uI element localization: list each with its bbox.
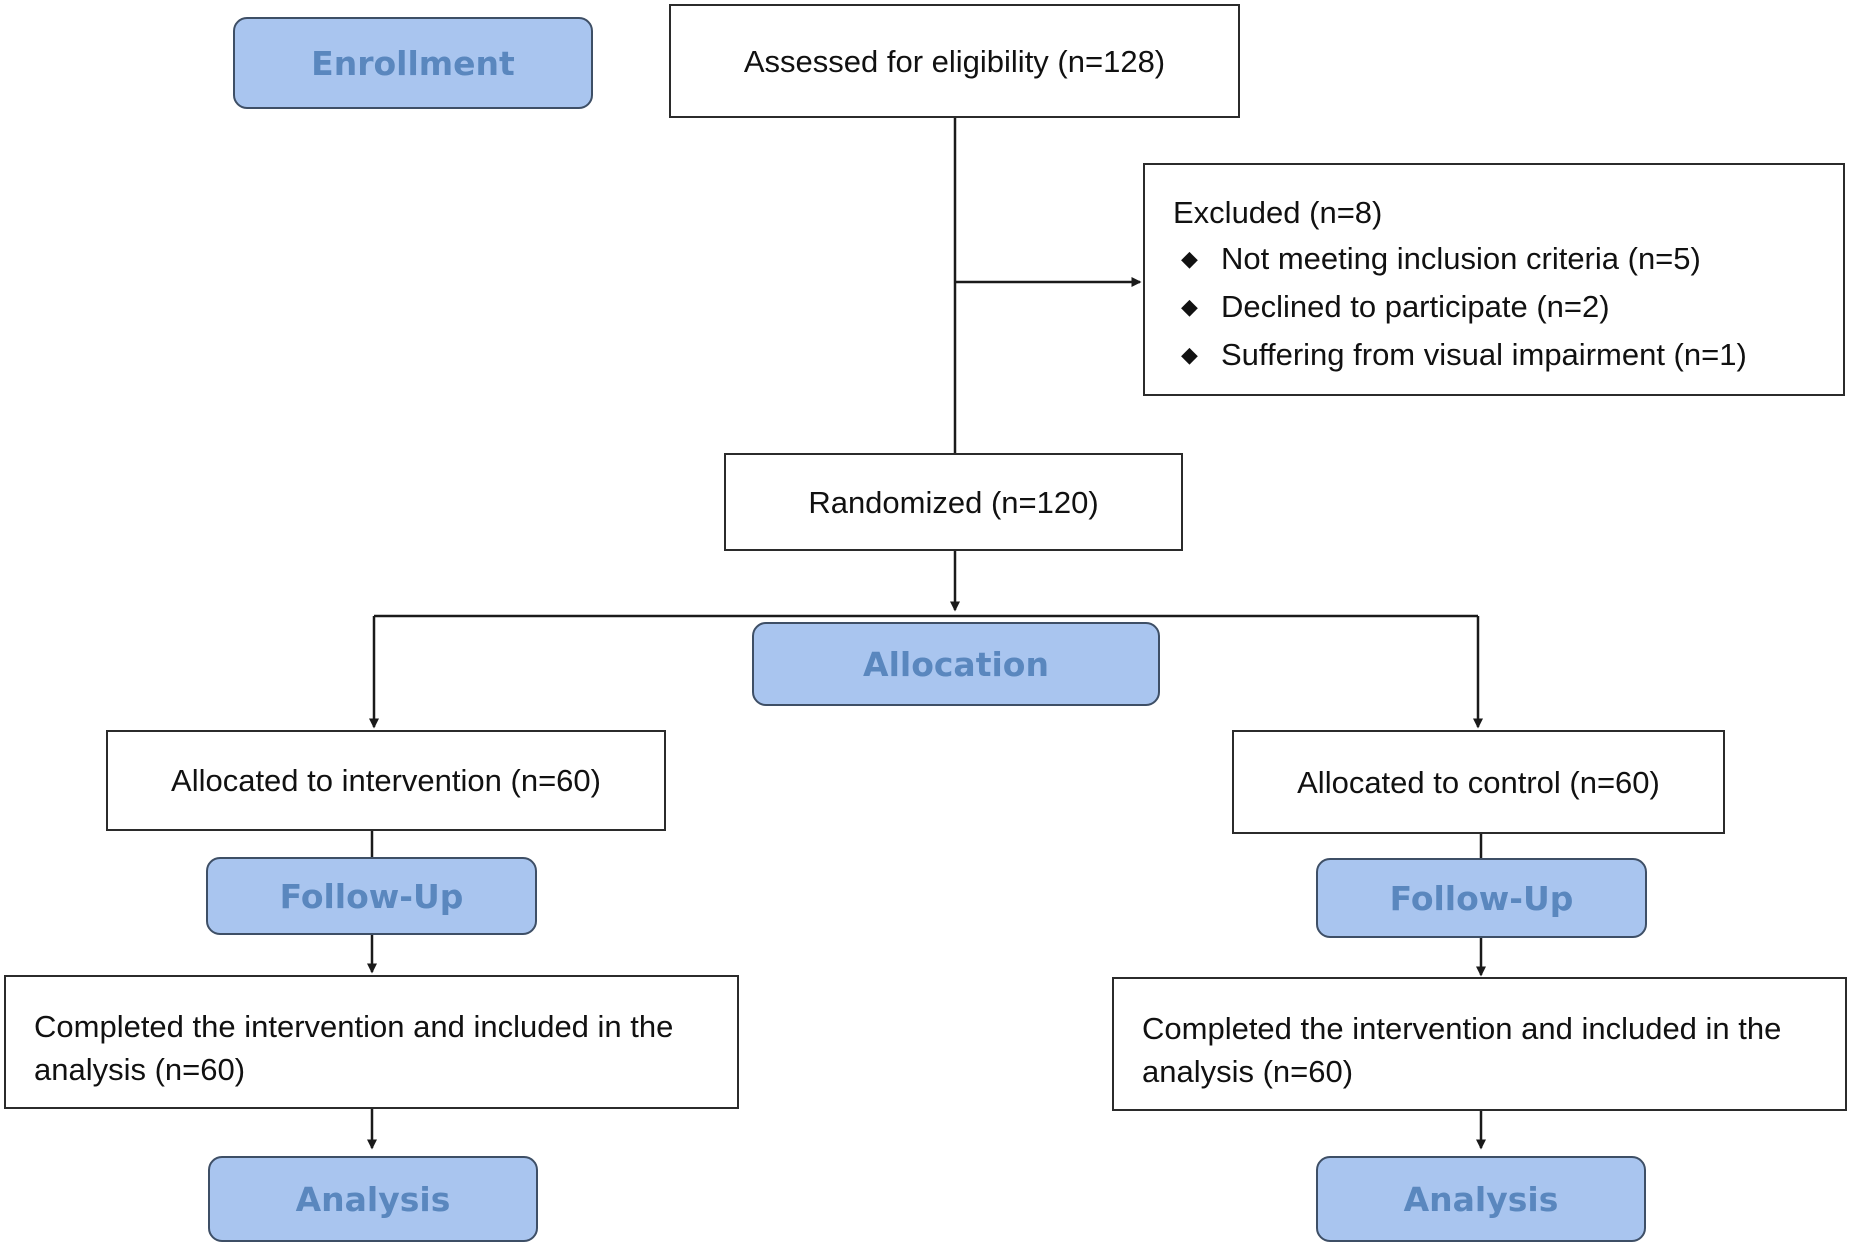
allocated-control-box: Allocated to control (n=60) — [1232, 730, 1725, 834]
phase-followup-right: Follow-Up — [1316, 858, 1647, 938]
completed-right-line-2: analysis (n=60) — [1142, 1054, 1354, 1089]
completed-right-box: Completed the intervention and included … — [1112, 977, 1847, 1111]
excluded-item-text: Not meeting inclusion criteria (n=5) — [1221, 241, 1701, 276]
excluded-item-text: Suffering from visual impairment (n=1) — [1221, 337, 1747, 372]
excluded-item: ◆ Suffering from visual impairment (n=1) — [1173, 331, 1843, 379]
excluded-title: Excluded (n=8) — [1173, 195, 1383, 230]
phase-analysis-right: Analysis — [1316, 1156, 1646, 1242]
randomized-box: Randomized (n=120) — [724, 453, 1183, 551]
excluded-item: ◆ Declined to participate (n=2) — [1173, 283, 1843, 331]
completed-left-box: Completed the intervention and included … — [4, 975, 739, 1109]
completed-right-line-1: Completed the intervention and included … — [1142, 1011, 1782, 1046]
diamond-bullet-icon: ◆ — [1181, 294, 1198, 319]
phase-allocation: Allocation — [752, 622, 1160, 706]
allocated-intervention-text: Allocated to intervention (n=60) — [171, 763, 601, 798]
assessed-box: Assessed for eligibility (n=128) — [669, 4, 1240, 118]
diamond-bullet-icon: ◆ — [1181, 246, 1198, 271]
excluded-item-text: Declined to participate (n=2) — [1221, 289, 1610, 324]
phase-analysis-left: Analysis — [208, 1156, 538, 1242]
phase-enrollment: Enrollment — [233, 17, 593, 109]
excluded-list: ◆ Not meeting inclusion criteria (n=5) ◆… — [1173, 235, 1843, 379]
allocated-intervention-box: Allocated to intervention (n=60) — [106, 730, 666, 831]
completed-left-line-2: analysis (n=60) — [34, 1052, 246, 1087]
randomized-text: Randomized (n=120) — [808, 484, 1099, 520]
assessed-text: Assessed for eligibility (n=128) — [743, 43, 1166, 79]
completed-left-line-1: Completed the intervention and included … — [34, 1009, 674, 1044]
phase-followup-left: Follow-Up — [206, 857, 537, 935]
allocated-control-text: Allocated to control (n=60) — [1297, 764, 1660, 800]
excluded-box: Excluded (n=8) ◆ Not meeting inclusion c… — [1143, 163, 1845, 396]
excluded-item: ◆ Not meeting inclusion criteria (n=5) — [1173, 235, 1843, 283]
diamond-bullet-icon: ◆ — [1181, 342, 1198, 367]
